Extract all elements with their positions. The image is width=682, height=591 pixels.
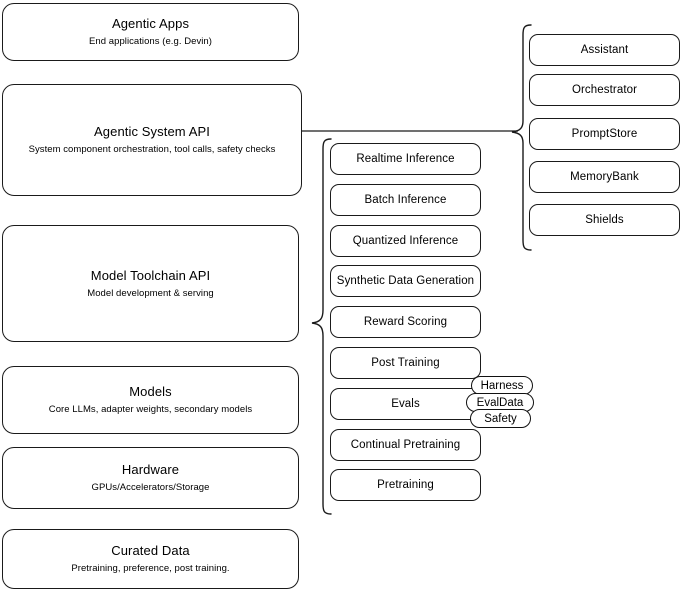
evals-pill-evaldata[interactable]: EvalData <box>466 393 534 412</box>
layer-box-model-toolchain-api[interactable]: Model Toolchain API Model development & … <box>2 225 299 342</box>
brace-agentic-system <box>510 24 532 252</box>
pill-label: Harness <box>480 379 524 392</box>
toolchain-chip-synthetic-data-generation[interactable]: Synthetic Data Generation <box>330 265 481 297</box>
layer-subtitle: System component orchestration, tool cal… <box>28 144 276 155</box>
layer-title: Hardware <box>121 462 180 477</box>
layer-title: Model Toolchain API <box>90 267 211 283</box>
layer-subtitle: Pretraining, preference, post training. <box>71 563 230 574</box>
layer-box-agentic-apps[interactable]: Agentic Apps End applications (e.g. Devi… <box>2 3 299 61</box>
layer-box-agentic-system-api[interactable]: Agentic System API System component orch… <box>2 84 302 196</box>
chip-label: Shields <box>585 214 624 226</box>
chip-label: Batch Inference <box>364 194 447 206</box>
agentic-chip-shields[interactable]: Shields <box>529 204 680 236</box>
chip-label: Pretraining <box>377 479 434 491</box>
pill-label: Safety <box>484 412 517 425</box>
chip-label: Orchestrator <box>571 84 638 96</box>
layer-subtitle: End applications (e.g. Devin) <box>89 36 212 47</box>
agentic-chip-memorybank[interactable]: MemoryBank <box>529 161 680 193</box>
layer-title: Models <box>129 384 172 399</box>
chip-label: Synthetic Data Generation <box>336 275 475 287</box>
agentic-chip-assistant[interactable]: Assistant <box>529 34 680 66</box>
toolchain-chip-quantized-inference[interactable]: Quantized Inference <box>330 225 481 257</box>
layer-subtitle: GPUs/Accelerators/Storage <box>91 482 210 493</box>
agentic-chip-orchestrator[interactable]: Orchestrator <box>529 74 680 106</box>
layer-title: Agentic System API <box>94 124 210 139</box>
brace-toolchain <box>310 138 332 516</box>
toolchain-chip-evals[interactable]: Evals <box>330 388 481 420</box>
toolchain-chip-continual-pretraining[interactable]: Continual Pretraining <box>330 429 481 461</box>
layer-subtitle: Core LLMs, adapter weights, secondary mo… <box>48 404 253 415</box>
evals-pill-safety[interactable]: Safety <box>470 409 531 428</box>
chip-label: Evals <box>391 398 420 410</box>
agentic-chip-promptstore[interactable]: PromptStore <box>529 118 680 150</box>
layer-box-curated-data[interactable]: Curated Data Pretraining, preference, po… <box>2 529 299 589</box>
chip-label: MemoryBank <box>570 171 639 183</box>
chip-label: Reward Scoring <box>363 316 448 328</box>
layer-box-hardware[interactable]: Hardware GPUs/Accelerators/Storage <box>2 447 299 509</box>
chip-label: Assistant <box>580 44 629 56</box>
chip-label: Post Training <box>371 357 440 369</box>
toolchain-chip-realtime-inference[interactable]: Realtime Inference <box>330 143 481 175</box>
chip-label: Realtime Inference <box>356 153 455 165</box>
layer-box-models[interactable]: Models Core LLMs, adapter weights, secon… <box>2 366 299 434</box>
pill-label: EvalData <box>476 396 524 409</box>
connector-line-agentic-system <box>302 126 520 136</box>
toolchain-chip-batch-inference[interactable]: Batch Inference <box>330 184 481 216</box>
chip-label: Continual Pretraining <box>350 439 461 451</box>
toolchain-chip-reward-scoring[interactable]: Reward Scoring <box>330 306 481 338</box>
chip-label: Quantized Inference <box>352 235 459 247</box>
layer-title: Curated Data <box>111 543 190 558</box>
layer-subtitle: Model development & serving <box>87 287 214 299</box>
chip-label: PromptStore <box>571 128 638 140</box>
layer-title: Agentic Apps <box>111 16 190 31</box>
toolchain-chip-pretraining[interactable]: Pretraining <box>330 469 481 501</box>
toolchain-chip-post-training[interactable]: Post Training <box>330 347 481 379</box>
